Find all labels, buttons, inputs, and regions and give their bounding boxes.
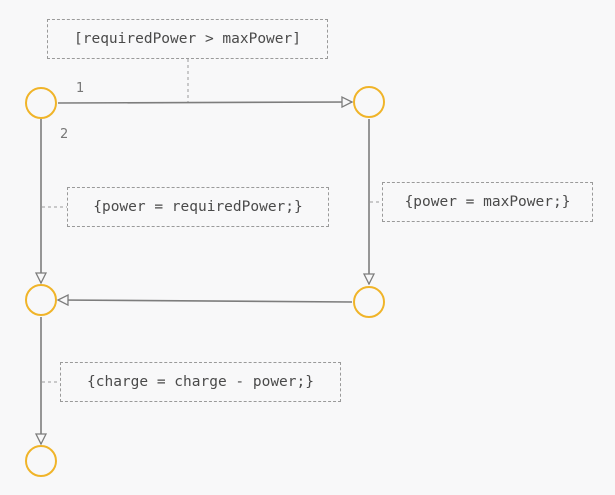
action-bottom-label[interactable]: {charge = charge - power;} bbox=[60, 362, 341, 402]
action-left-label[interactable]: {power = requiredPower;} bbox=[67, 187, 329, 227]
junction-middle-left[interactable] bbox=[25, 284, 57, 316]
junction-top-right[interactable] bbox=[353, 86, 385, 118]
junction-top-left[interactable] bbox=[25, 87, 57, 119]
priority-label-2: 2 bbox=[60, 127, 69, 142]
action-right-label[interactable]: {power = maxPower;} bbox=[382, 182, 593, 222]
guard-condition-label[interactable]: [requiredPower > maxPower] bbox=[47, 19, 328, 59]
transition-right-to-left[interactable] bbox=[58, 300, 353, 302]
junction-middle-right[interactable] bbox=[353, 286, 385, 318]
transition-top-to-right[interactable] bbox=[57, 102, 352, 103]
junction-bottom[interactable] bbox=[25, 445, 57, 477]
priority-label-1: 1 bbox=[76, 81, 85, 96]
